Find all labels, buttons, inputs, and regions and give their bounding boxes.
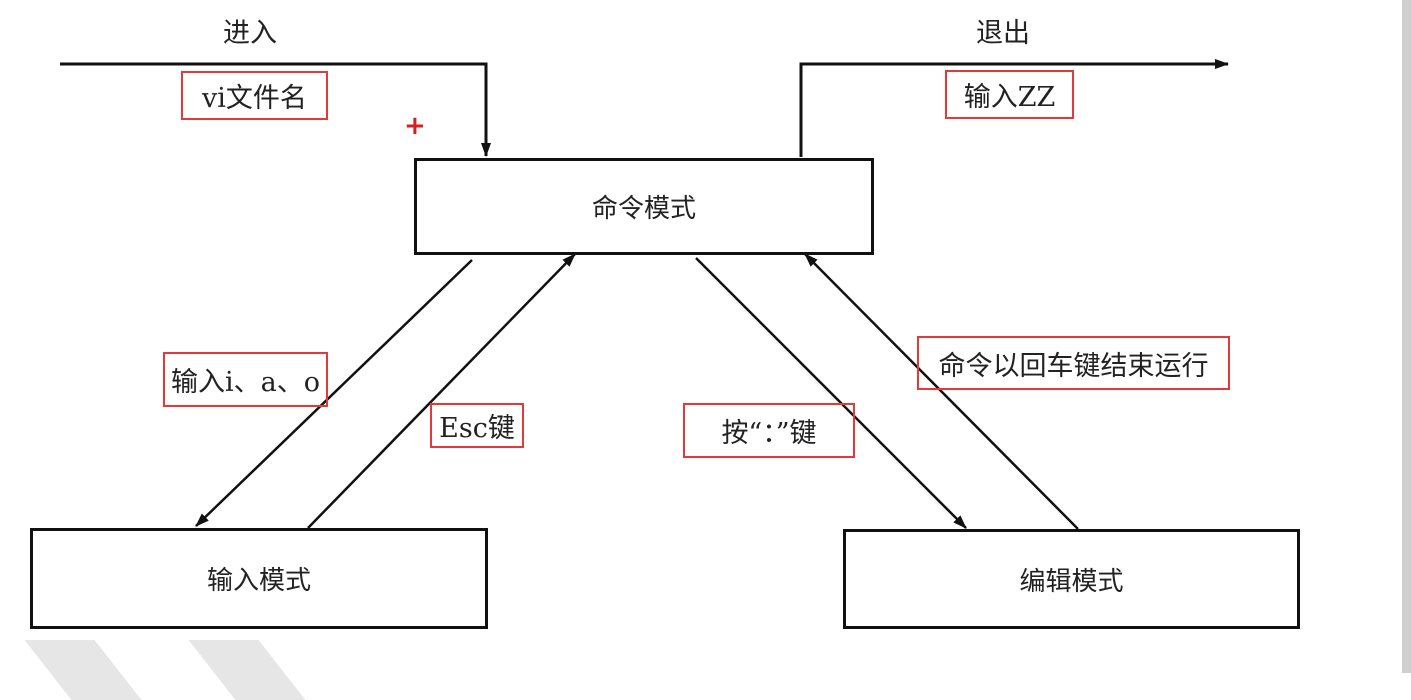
edit-mode-label: 编辑模式 (1019, 566, 1124, 597)
enter-arrow (60, 62, 491, 157)
vi-mode-diagram: 命令模式 输入模式 编辑模式 进入 退出 vi文件名 输入ZZ 输入i、a、o … (24, 0, 1411, 700)
exit-arrow (799, 59, 1229, 157)
right-edge-shade (1402, 0, 1411, 673)
open-file-label: vi文件名 (181, 71, 328, 120)
command-to-edit-arrow (695, 257, 967, 529)
type-zz-label: 输入ZZ (945, 70, 1074, 119)
esc-key-label: Esc键 (430, 403, 524, 448)
connector-layer (60, 59, 1229, 530)
insert-mode-label: 输入模式 (206, 566, 311, 596)
insert-mode-box: 输入模式 (30, 528, 488, 629)
command-to-insert-arrow (195, 259, 473, 527)
run-on-enter-label: 命令以回车键结束运行 (917, 336, 1230, 390)
plus-marker-icon: + (404, 111, 426, 141)
insert-to-command-arrow (307, 253, 576, 529)
enter-label: 进入 (223, 17, 277, 49)
colon-key-label: 按“：”键 (683, 403, 855, 458)
edit-to-command-arrow (804, 253, 1079, 530)
command-mode-box: 命令模式 (414, 158, 874, 255)
insert-keys-label: 输入i、a、o (163, 352, 328, 407)
edit-mode-box: 编辑模式 (843, 529, 1300, 629)
exit-label: 退出 (976, 17, 1030, 49)
command-mode-label: 命令模式 (591, 194, 696, 224)
